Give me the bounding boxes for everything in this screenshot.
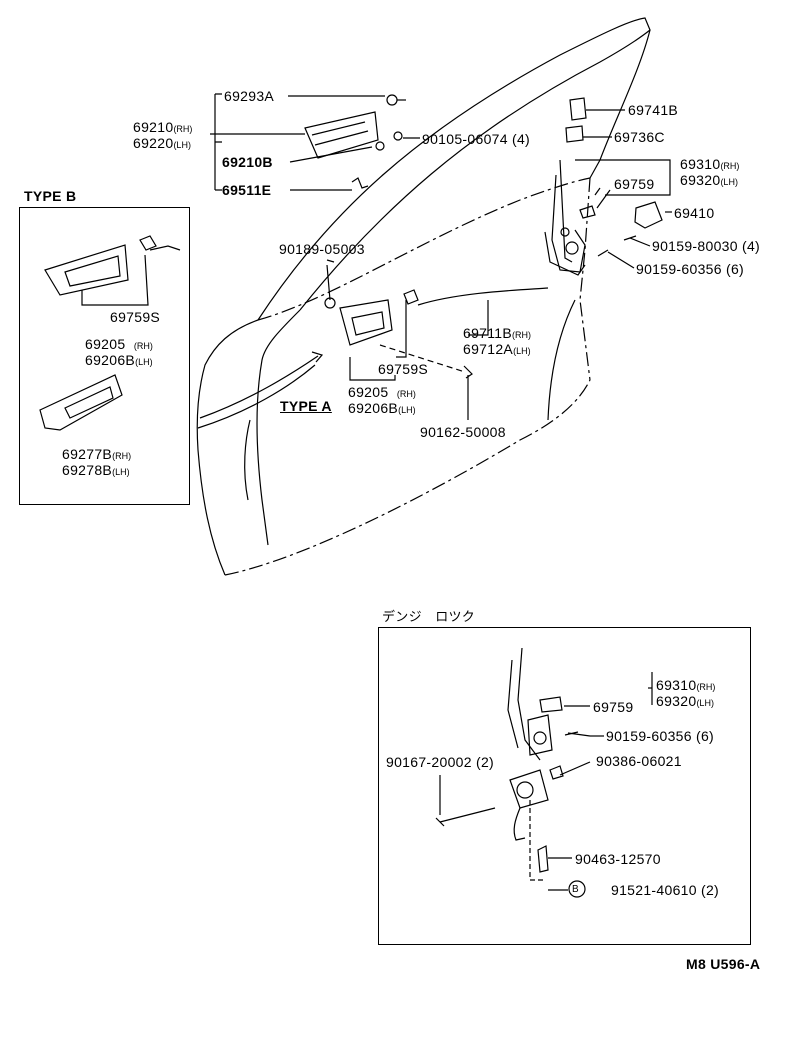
label-90159-80030: 90159-80030 (4) (652, 238, 761, 254)
label-90159-60356: 90159-60356 (6) (636, 261, 745, 277)
type-a-arrow (197, 355, 319, 429)
door-frame (196, 17, 651, 576)
inset-label-90463: 90463-12570 (575, 851, 661, 867)
inset-label-69310: 69310(RH) (656, 677, 716, 693)
inset-label-90386: 90386-06021 (596, 753, 682, 769)
label-69759s-b: 69759S (110, 309, 161, 325)
label-69711b: 69711B(RH) (463, 325, 532, 341)
label-90189: 90189-05003 (279, 241, 365, 257)
label-90105: 90105-06074 (4) (422, 131, 531, 147)
label-69759: 69759 (614, 176, 655, 192)
inset-label-90159: 90159-60356 (6) (606, 728, 715, 744)
label-69205-a: 69205 (RH) (348, 384, 416, 400)
inset-label-91521: 91521-40610 (2) (611, 882, 720, 898)
inset-label-90167: 90167-20002 (2) (386, 754, 495, 770)
label-69277b: 69277B(RH) (62, 446, 132, 462)
label-69206b-a: 69206B(LH) (348, 400, 416, 416)
label-69759s-a: 69759S (378, 361, 429, 377)
label-69410: 69410 (674, 205, 715, 221)
type-b-box (19, 207, 190, 505)
bezel-shape (39, 374, 123, 431)
label-69310: 69310(RH) (680, 156, 740, 172)
inset-lock-shape (435, 647, 591, 881)
type-a-label: TYPE A (280, 398, 332, 414)
part-69741b-shape (569, 97, 587, 121)
inside-handle-type-b-shape (39, 235, 181, 431)
lock-assembly-shape (544, 159, 586, 276)
inset-label-69759: 69759 (593, 699, 634, 715)
label-69205-b: 69205 (RH) (85, 336, 153, 352)
label-69210b: 69210B (222, 154, 273, 170)
label-69320: 69320(LH) (680, 172, 738, 188)
label-69736c: 69736C (614, 129, 665, 145)
inset-title: デンジ ロツク (382, 609, 476, 624)
type-b-label: TYPE B (24, 188, 77, 204)
label-69220: 69220(LH) (133, 135, 191, 151)
label-69278b: 69278B(LH) (62, 462, 130, 478)
label-69741b: 69741B (628, 102, 679, 118)
inset-box (378, 627, 751, 945)
diagram-code: M8 U596-A (686, 956, 761, 972)
label-69511e: 69511E (222, 182, 272, 198)
inside-handle-type-a-shape (324, 287, 549, 379)
label-69210: 69210(RH) (133, 119, 193, 135)
label-69712a: 69712A(LH) (463, 341, 531, 357)
part-69736c-shape (565, 125, 584, 143)
label-69293a: 69293A (224, 88, 275, 104)
outside-handle-shape (304, 94, 406, 189)
inset-marker-b: B (572, 884, 579, 895)
striker-shape (634, 201, 663, 229)
inset-label-69320: 69320(LH) (656, 693, 714, 709)
label-90162: 90162-50008 (420, 424, 506, 440)
label-69206b-b: 69206B(LH) (85, 352, 153, 368)
